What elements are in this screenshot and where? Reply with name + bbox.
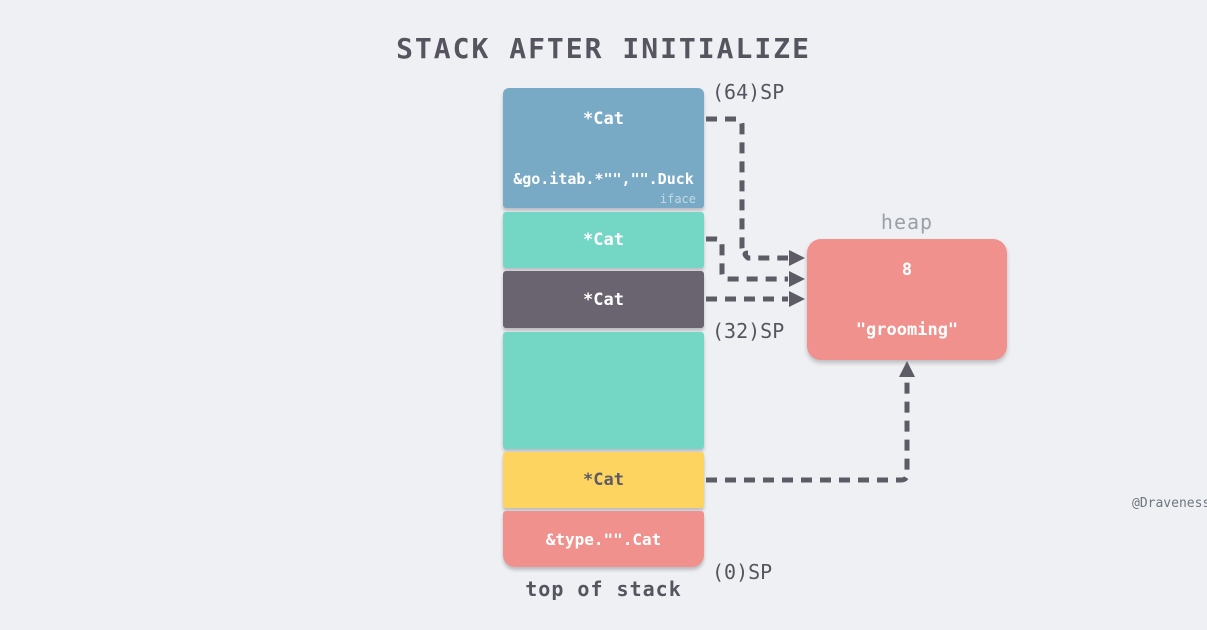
stack-frame-empty — [503, 332, 704, 449]
stack-frame-teal: *Cat — [503, 212, 704, 268]
frame-pointer-label: *Cat — [583, 230, 624, 250]
arrowhead-dark — [789, 291, 805, 307]
arrowhead-iface — [789, 250, 805, 266]
top-of-stack-caption: top of stack — [525, 577, 682, 601]
sp-label-0: (0)SP — [712, 560, 773, 584]
stack-frame-yellow: *Cat — [503, 452, 704, 508]
arrow-iface-to-heap — [706, 116, 788, 261]
heap-value-length: 8 — [901, 260, 913, 280]
arrowhead-teal — [789, 271, 805, 287]
heap-label: heap — [880, 210, 934, 234]
arrowhead-yellow — [899, 361, 915, 377]
stack-frame-type: &type."".Cat — [503, 511, 704, 567]
frame-pointer-label: *Cat — [583, 470, 624, 490]
stack-frame-iface: *Cat &go.itab.*"","".Duck iface — [503, 88, 704, 208]
stack-column: *Cat &go.itab.*"","".Duck iface *Cat *Ca… — [503, 88, 704, 567]
stack-frame-dark: *Cat — [503, 271, 704, 328]
heap-value-string: "grooming" — [855, 320, 959, 340]
frame-itab-symbol: &go.itab.*"","".Duck — [513, 170, 694, 188]
frame-type-symbol: &type."".Cat — [545, 529, 662, 549]
diagram-title: STACK AFTER INITIALIZE — [396, 32, 811, 65]
arrow-teal-to-heap — [706, 236, 788, 282]
frame-pointer-label: *Cat — [583, 109, 624, 129]
frame-pointer-label: *Cat — [583, 289, 624, 310]
watermark: @Draveness — [1132, 496, 1207, 511]
sp-label-64: (64)SP — [712, 80, 785, 104]
arrow-yellow-to-heap — [706, 378, 910, 483]
sp-label-32: (32)SP — [712, 319, 785, 343]
iface-tag: iface — [659, 192, 696, 206]
heap-box: 8 "grooming" — [807, 239, 1007, 360]
